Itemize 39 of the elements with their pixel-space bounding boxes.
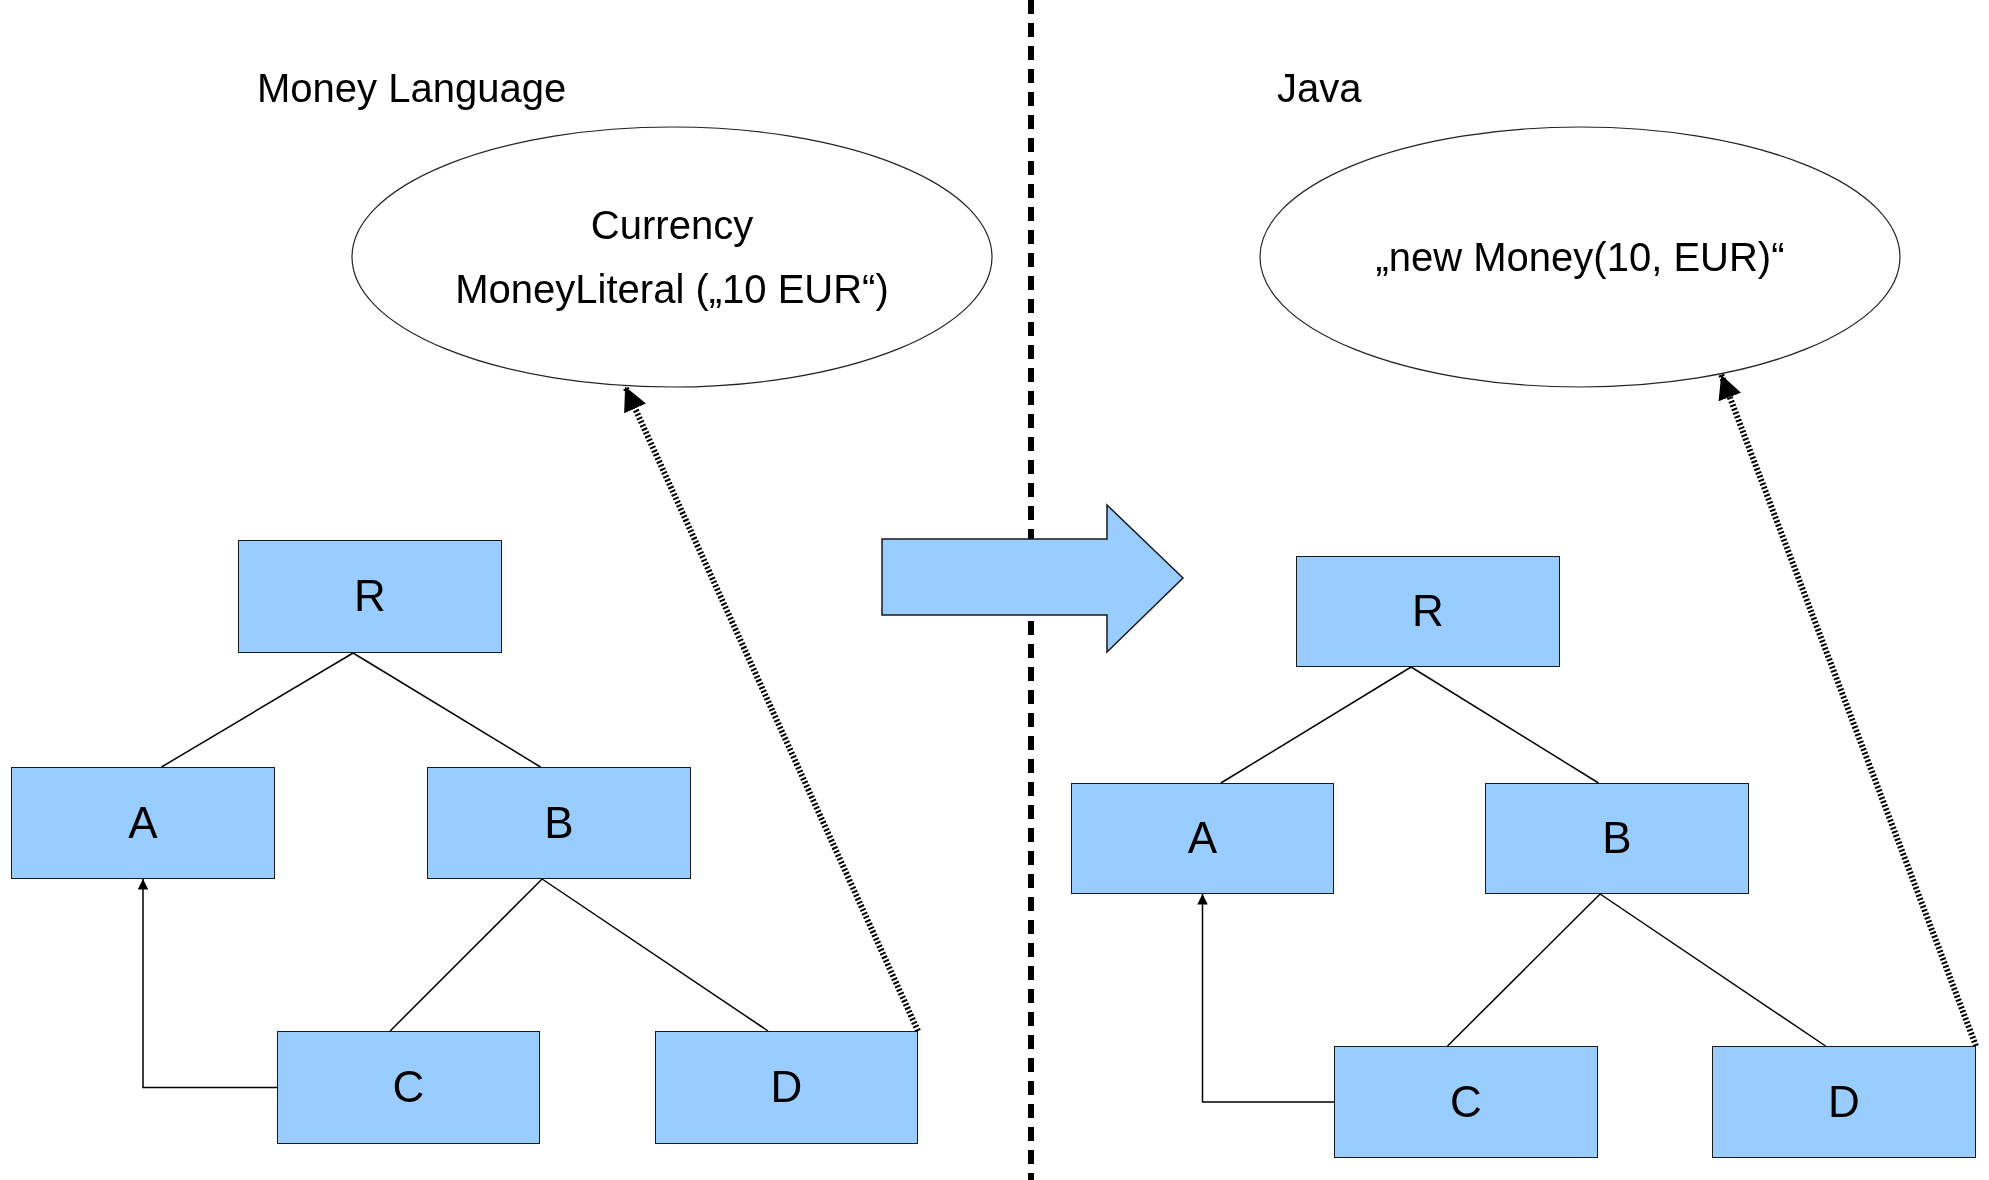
code-text: MoneyLiteral („10 EUR“): [455, 266, 889, 312]
ellipse-node: [1259, 126, 1901, 388]
connector-line: [1220, 666, 1412, 784]
connector-line: [1446, 893, 1601, 1047]
tree-node-box: [655, 1031, 918, 1144]
connector-line: [160, 652, 354, 768]
tree-node-box: [427, 767, 691, 879]
node-label: B: [1602, 813, 1632, 864]
tree-node-box: [238, 540, 502, 653]
arrow: [622, 385, 921, 1033]
connector-line: [389, 878, 543, 1032]
node-label: B: [544, 797, 574, 849]
code-text: „new Money(10, EUR)“: [1375, 234, 1785, 280]
section-title: Java: [1277, 66, 1362, 111]
arrow: [1718, 373, 1979, 1048]
tree-node-box: [11, 767, 275, 879]
arrow: [137, 878, 278, 1089]
node-label: D: [770, 1062, 803, 1113]
ellipse-node: [351, 126, 993, 388]
node-label: A: [1187, 813, 1218, 864]
arrow: [1197, 893, 1335, 1103]
tree-node-box: [1071, 783, 1334, 894]
connector-line: [1410, 666, 1600, 784]
node-label: D: [1828, 1076, 1860, 1128]
tree-node-box: [1712, 1046, 1976, 1158]
connector-line: [1599, 893, 1827, 1047]
tree-node-box: [277, 1031, 540, 1144]
section-title: Money Language: [257, 66, 567, 111]
node-label: C: [1450, 1076, 1482, 1128]
connector-line: [541, 878, 769, 1032]
node-label: R: [354, 571, 386, 622]
node-label: C: [392, 1062, 425, 1113]
tree-node-box: [1296, 556, 1560, 667]
node-label: A: [128, 797, 158, 849]
tree-node-box: [1485, 783, 1749, 894]
node-heading: Currency: [590, 202, 754, 248]
node-label: R: [1412, 586, 1444, 637]
tree-node-box: [1334, 1046, 1598, 1158]
connector-line: [352, 652, 542, 768]
